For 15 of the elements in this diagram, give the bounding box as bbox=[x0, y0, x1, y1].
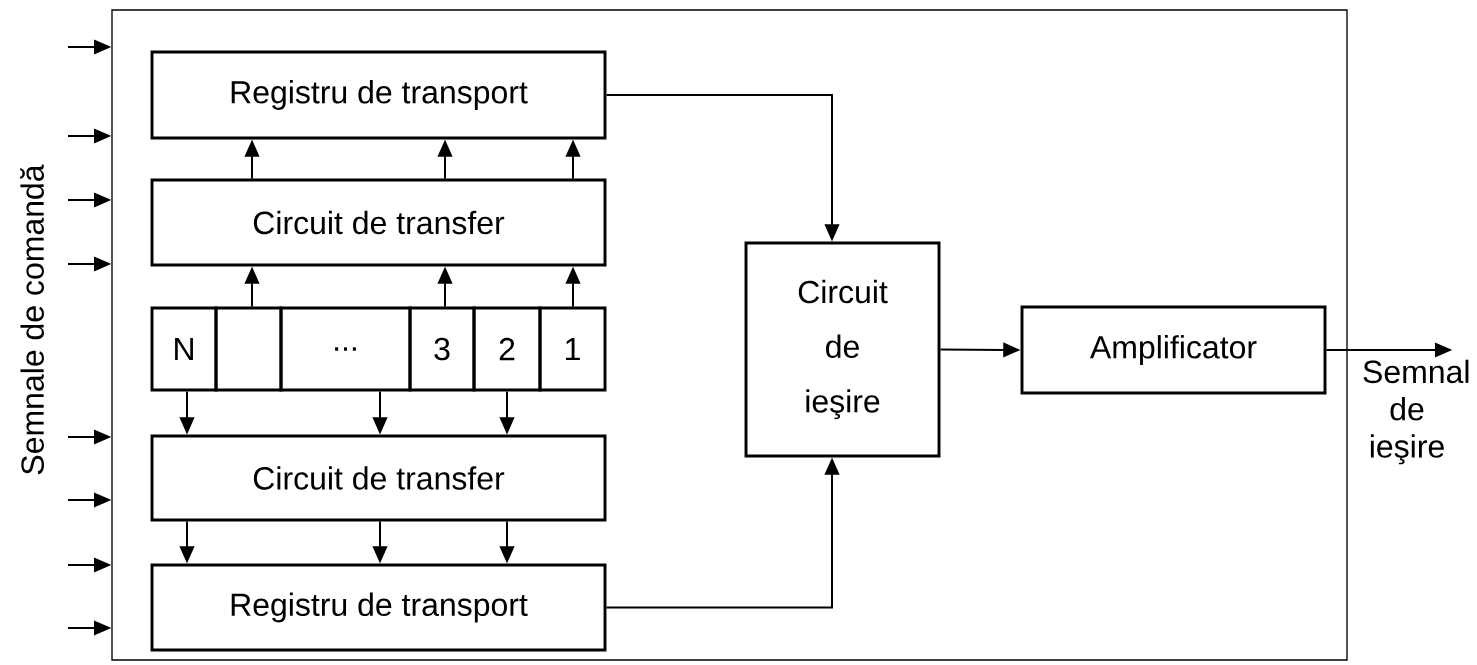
process-box: Circuit de ieşire bbox=[744, 241, 941, 458]
process-box: Registru de transport bbox=[150, 50, 607, 140]
register-cell: 3 bbox=[408, 306, 476, 392]
register-cell bbox=[214, 306, 283, 392]
frame-box bbox=[111, 9, 1348, 661]
register-cell: 2 bbox=[472, 306, 542, 392]
register-cell: N bbox=[150, 306, 218, 392]
register-cell: 1 bbox=[538, 306, 607, 392]
register-cell: ... bbox=[279, 306, 412, 392]
process-box: Circuit de transfer bbox=[150, 178, 607, 267]
process-box: Registru de transport bbox=[150, 563, 607, 652]
output-label: Semnal de ieşire bbox=[1363, 359, 1469, 465]
process-box: Circuit de transfer bbox=[150, 434, 607, 522]
side-label: Semnale de comandă bbox=[20, 164, 44, 475]
process-box: Amplificator bbox=[1020, 305, 1327, 395]
